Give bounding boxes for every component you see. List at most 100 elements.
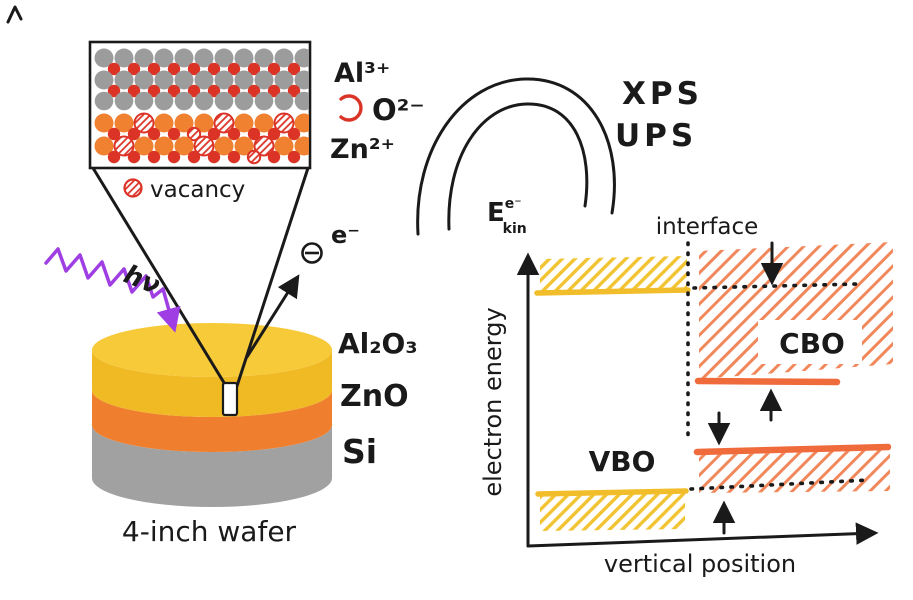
zno-layer-label: ZnO — [340, 379, 409, 414]
atom-red — [127, 84, 141, 98]
atom-red — [207, 127, 221, 141]
atom-gray — [254, 91, 274, 111]
al-ion-label: Al³⁺ — [334, 58, 390, 89]
atom-gray — [134, 48, 154, 68]
electron-arrow — [245, 274, 300, 359]
atom-lattice — [94, 48, 309, 165]
electron-label: e⁻ — [331, 221, 360, 249]
vacancy-legend: vacancy — [123, 177, 245, 203]
atom-gray — [274, 70, 294, 90]
kinetic-energy-label: Ee⁻ kin — [487, 196, 527, 237]
band-diagram: electron energy vertical position interf… — [479, 214, 893, 578]
atom-red — [187, 150, 201, 164]
vacancy-icon — [123, 178, 143, 198]
atom-orange — [214, 136, 234, 156]
atom-gray — [134, 91, 154, 111]
electron-emission: e⁻ — [245, 221, 360, 359]
cone-left-line — [91, 166, 228, 388]
atom-gray — [94, 48, 114, 68]
cbo-label: CBO — [779, 327, 845, 360]
probe-spot — [221, 381, 239, 417]
cb-reference-dotted-line — [692, 282, 859, 290]
atom-gray — [94, 91, 114, 111]
atom-red — [207, 84, 221, 98]
atom-gray — [134, 70, 154, 90]
atom-orange — [154, 113, 174, 133]
atom-red — [267, 127, 281, 141]
vacancy-label: vacancy — [150, 177, 245, 203]
atom-red — [247, 84, 261, 98]
right-cb-edge — [694, 377, 841, 386]
atom-red — [107, 62, 121, 76]
atom-orange — [94, 136, 114, 156]
atom-red — [127, 62, 141, 76]
atom-gray — [154, 48, 174, 68]
atom-orange — [274, 136, 294, 156]
left-vb-states — [540, 493, 685, 531]
wafer-caption: 4-inch wafer — [122, 515, 297, 548]
atomic-structure-panel: Al³⁺ O²⁻ Zn²⁺ vacancy — [88, 40, 425, 203]
atom-gray — [174, 91, 194, 111]
atom-orange — [134, 136, 154, 156]
left-cb-states — [540, 256, 687, 293]
atom-red — [227, 127, 241, 141]
minus-circle-icon — [301, 242, 323, 264]
atom-red — [247, 127, 261, 141]
atom-red — [107, 127, 121, 141]
atom-red — [167, 150, 181, 164]
wafer-si-layer — [92, 425, 332, 507]
analyzer-outer-wall — [416, 77, 616, 236]
atom-orange — [154, 136, 174, 156]
x-axis — [526, 522, 879, 548]
left-vb-edge — [535, 488, 689, 497]
vacancy-atom — [193, 135, 215, 157]
atom-gray — [174, 48, 194, 68]
atom-orange — [174, 113, 194, 133]
atom-gray — [274, 91, 294, 111]
atom-gray — [194, 48, 214, 68]
cone-right-line — [235, 166, 310, 388]
atom-gray — [294, 91, 309, 111]
atom-red — [127, 127, 141, 141]
atom-red — [287, 127, 301, 141]
right-vb-edge — [693, 443, 892, 456]
atom-red — [167, 84, 181, 98]
atom-gray — [254, 70, 274, 90]
ekin-superscript: e⁻ — [505, 196, 522, 212]
atom-gray — [214, 70, 234, 90]
atom-orange — [294, 136, 309, 156]
atom-gray — [154, 91, 174, 111]
atom-gray — [274, 48, 294, 68]
photon-beam: hν — [44, 247, 181, 333]
atom-gray — [94, 70, 114, 90]
vacancy-atom — [213, 112, 235, 134]
zn-ion-label: Zn²⁺ — [330, 134, 395, 165]
y-axis-label: electron energy — [479, 307, 507, 496]
atom-gray — [114, 91, 134, 111]
analyzer-tube — [416, 77, 616, 236]
al2o3-layer-label: Al₂O₃ — [338, 327, 418, 360]
atom-orange — [254, 113, 274, 133]
atom-red — [107, 84, 121, 98]
atom-gray — [194, 70, 214, 90]
cbo-label-gap — [758, 320, 862, 364]
atom-gray — [254, 48, 274, 68]
atom-orange — [234, 113, 254, 133]
atom-red — [267, 84, 281, 98]
magnifier-cone — [91, 166, 310, 417]
atom-red — [227, 150, 241, 164]
atom-gray — [294, 70, 309, 90]
atom-red — [147, 150, 161, 164]
vacancy-atom — [253, 135, 275, 157]
right-vb-states — [699, 450, 890, 493]
wafer-zno-layer — [92, 390, 332, 452]
atom-red — [167, 62, 181, 76]
atom-red — [227, 62, 241, 76]
ekin-base: E — [487, 198, 505, 228]
atom-red — [267, 62, 281, 76]
vacancy-atom — [133, 112, 155, 134]
atom-red — [167, 127, 181, 141]
atom-red — [147, 84, 161, 98]
ekin-subscript: kin — [503, 221, 527, 237]
